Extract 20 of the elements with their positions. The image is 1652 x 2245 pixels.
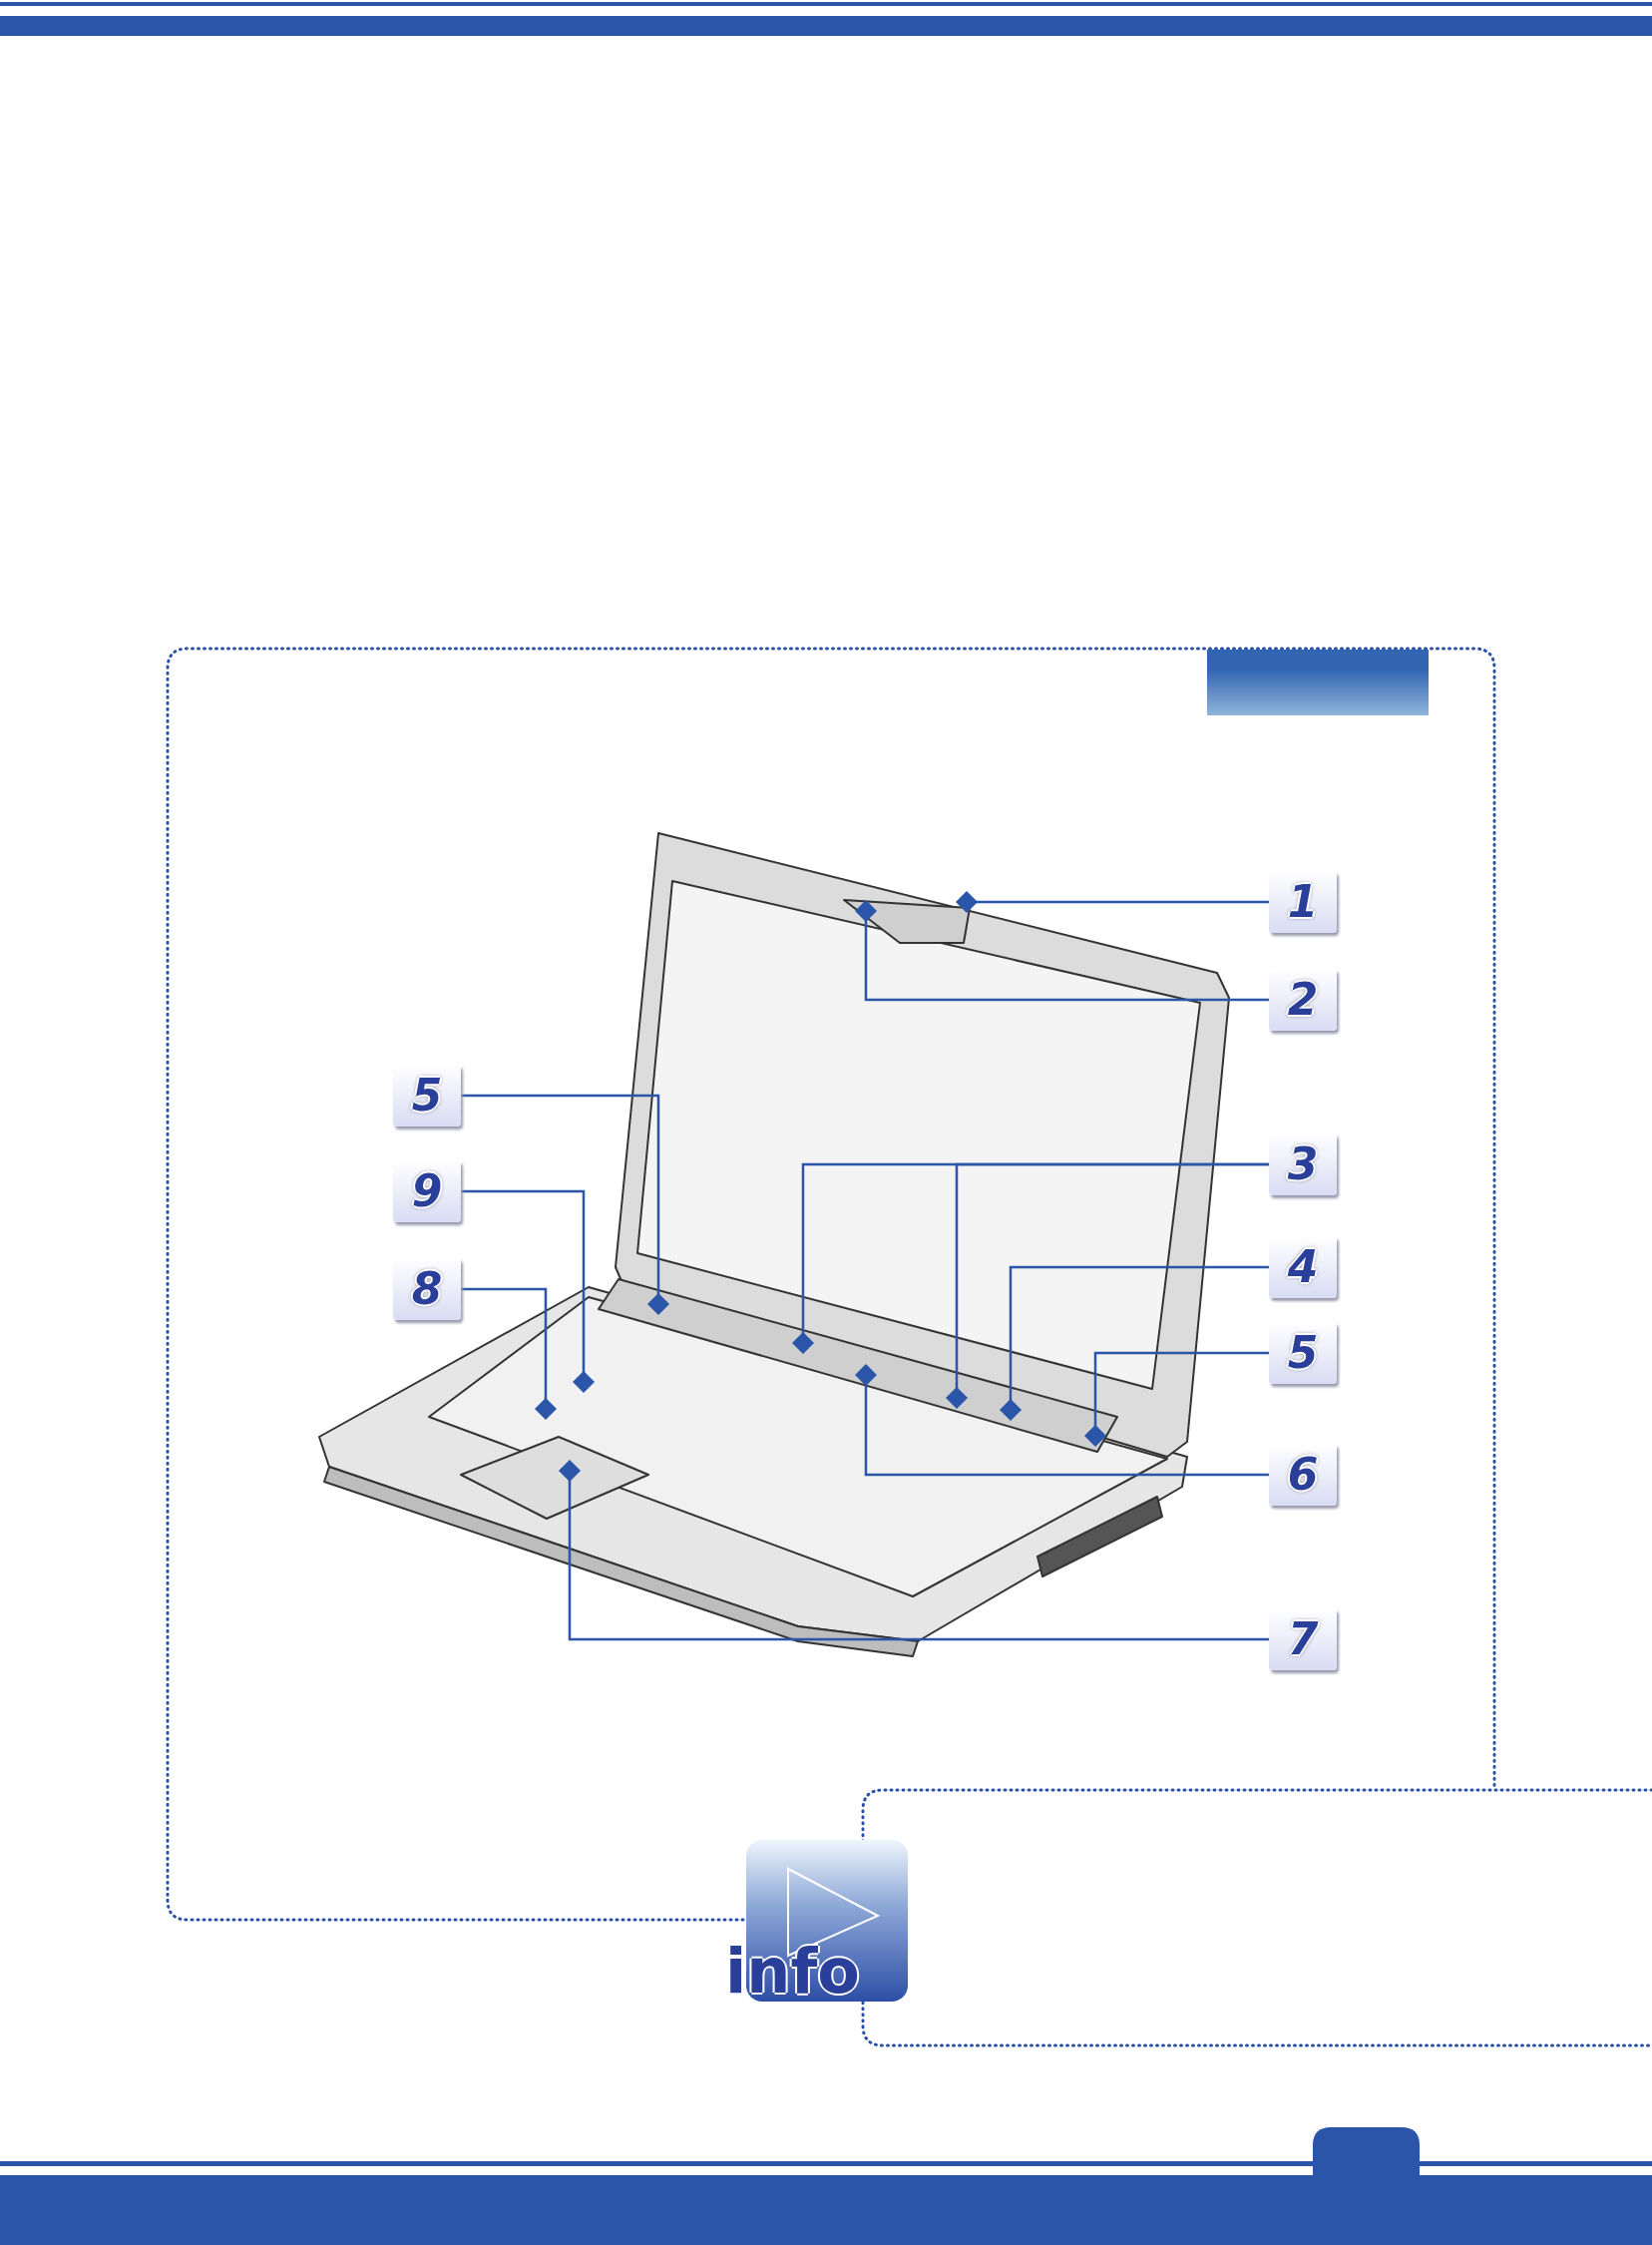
callout-number: 2 <box>1269 969 1337 1031</box>
leader-line <box>855 1364 1269 1477</box>
leader-line <box>956 891 1269 913</box>
callout-number: 7 <box>1269 1608 1337 1670</box>
leader-line <box>1084 1351 1269 1447</box>
callout-number: 9 <box>393 1160 461 1222</box>
callout-number: 8 <box>393 1258 461 1320</box>
leader-line <box>461 1189 595 1393</box>
callout-number: 3 <box>1269 1133 1337 1195</box>
callout-number: 6 <box>1269 1444 1337 1506</box>
callout-number: 1 <box>1269 871 1337 933</box>
leader-line <box>855 900 1269 1002</box>
leader-line <box>946 1162 1269 1409</box>
callout-number: 4 <box>1269 1236 1337 1298</box>
callout-number: 5 <box>393 1065 461 1126</box>
leader-line <box>461 1094 669 1315</box>
leader-line <box>461 1287 557 1420</box>
leader-line <box>1000 1265 1269 1421</box>
callout-number: 5 <box>1269 1322 1337 1384</box>
leader-line <box>559 1460 1269 1641</box>
